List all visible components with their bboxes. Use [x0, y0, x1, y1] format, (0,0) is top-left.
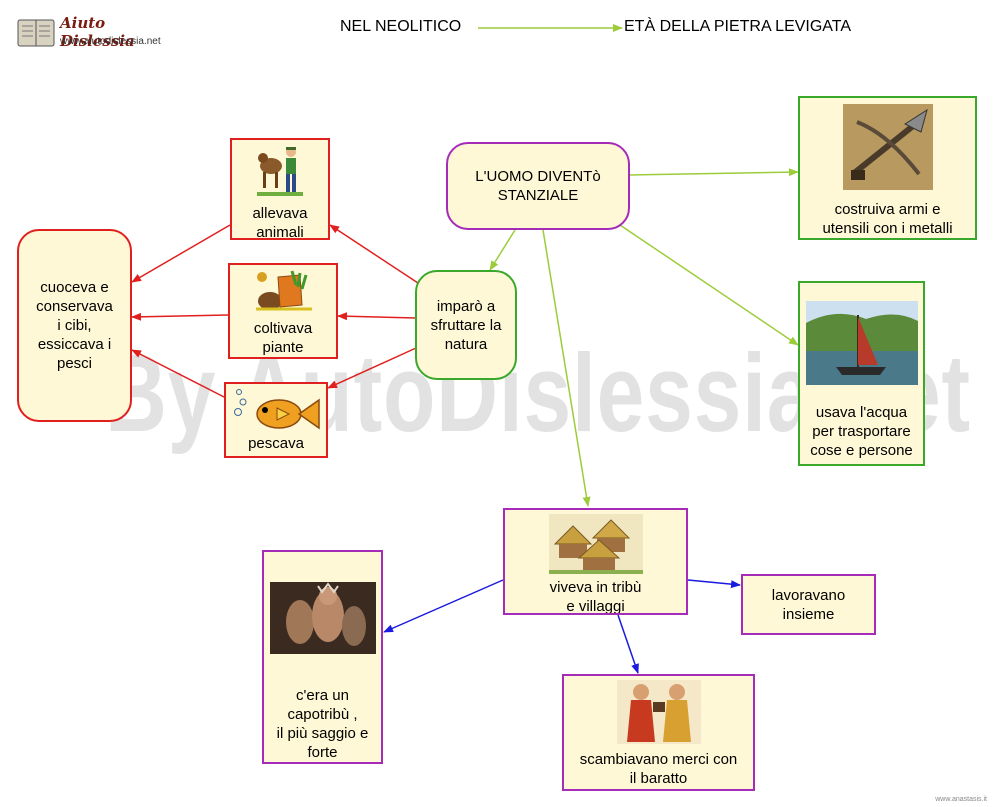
node-food: cuoceva e conservava i cibi, essiccava i… — [17, 229, 132, 422]
barter-trade-icon — [616, 680, 701, 744]
node-tribes-label: viveva in tribù e villaggi — [549, 579, 642, 615]
tribe-chief-icon — [269, 582, 376, 654]
node-plants: coltivava piante — [228, 263, 338, 359]
boat-river-icon — [805, 301, 918, 385]
node-animals: allevava animali — [230, 138, 330, 240]
arrow-tribes-work — [687, 579, 741, 589]
node-work: lavoravano insieme — [741, 574, 876, 635]
node-chief-label: c'era un capotribù , il più saggio e for… — [276, 687, 369, 761]
arrow-center-tribes — [542, 229, 591, 507]
arrow-plants-food — [131, 312, 229, 321]
footer-mark: www.anastasis.it — [935, 796, 987, 803]
node-food-label: cuoceva e conservava i cibi, essiccava i… — [36, 279, 113, 372]
arrow-center-weapons — [629, 168, 799, 177]
node-barter-label: scambiavano merci con il baratto — [579, 751, 738, 787]
book-icon — [17, 19, 55, 47]
title-neolithic: NEL NEOLITICO — [340, 18, 462, 35]
title-polished-stone-age: ETÀ DELLA PIETRA LEVIGATA — [624, 18, 852, 35]
node-nature-label: imparò a sfruttare la natura — [430, 297, 502, 353]
arrow-nature-plants — [337, 312, 417, 321]
node-barter: scambiavano merci con il baratto — [562, 674, 755, 791]
arrow-fish-food — [131, 349, 227, 399]
arrow-center-nature — [489, 229, 516, 271]
node-center-label: L'UOMO DIVENTò STANZIALE — [475, 168, 601, 204]
village-huts-icon — [548, 514, 643, 574]
fish-icon — [234, 389, 320, 430]
node-plants-label: coltivava piante — [253, 320, 313, 356]
node-water: usava l'acqua per trasportare cose e per… — [798, 281, 925, 466]
arrow-nature-fish — [327, 347, 417, 389]
node-tribes: viveva in tribù e villaggi — [503, 508, 688, 615]
vegetables-icon — [256, 270, 312, 311]
farmer-cow-icon — [257, 147, 303, 196]
logo-name: Aiuto Dislessia — [60, 14, 135, 50]
node-nature: imparò a sfruttare la natura — [415, 270, 517, 380]
arrow-tribes-barter — [617, 614, 639, 674]
arrow-tribes-chief — [383, 579, 504, 633]
node-fish: pescava — [224, 382, 328, 458]
arrow-center-water — [619, 224, 799, 346]
node-fish-label: pescava — [248, 435, 304, 452]
node-weapons: costruiva armi e utensili con i metalli — [798, 96, 977, 240]
node-work-label: lavoravano insieme — [771, 586, 846, 623]
logo-url: www.aiutodislessia.net — [60, 36, 161, 47]
arrow-animals-food — [131, 224, 231, 283]
site-logo[interactable]: Aiuto Dislessia www.aiutodislessia.net — [16, 12, 176, 54]
node-animals-label: allevava animali — [252, 205, 308, 240]
node-chief: c'era un capotribù , il più saggio e for… — [262, 550, 383, 764]
node-weapons-label: costruiva armi e utensili con i metalli — [822, 201, 953, 237]
node-center: L'UOMO DIVENTò STANZIALE — [446, 142, 630, 230]
arrow-nature-animals — [329, 224, 419, 284]
node-water-label: usava l'acqua per trasportare cose e per… — [810, 404, 913, 459]
crossbow-weapon-icon — [842, 104, 933, 190]
